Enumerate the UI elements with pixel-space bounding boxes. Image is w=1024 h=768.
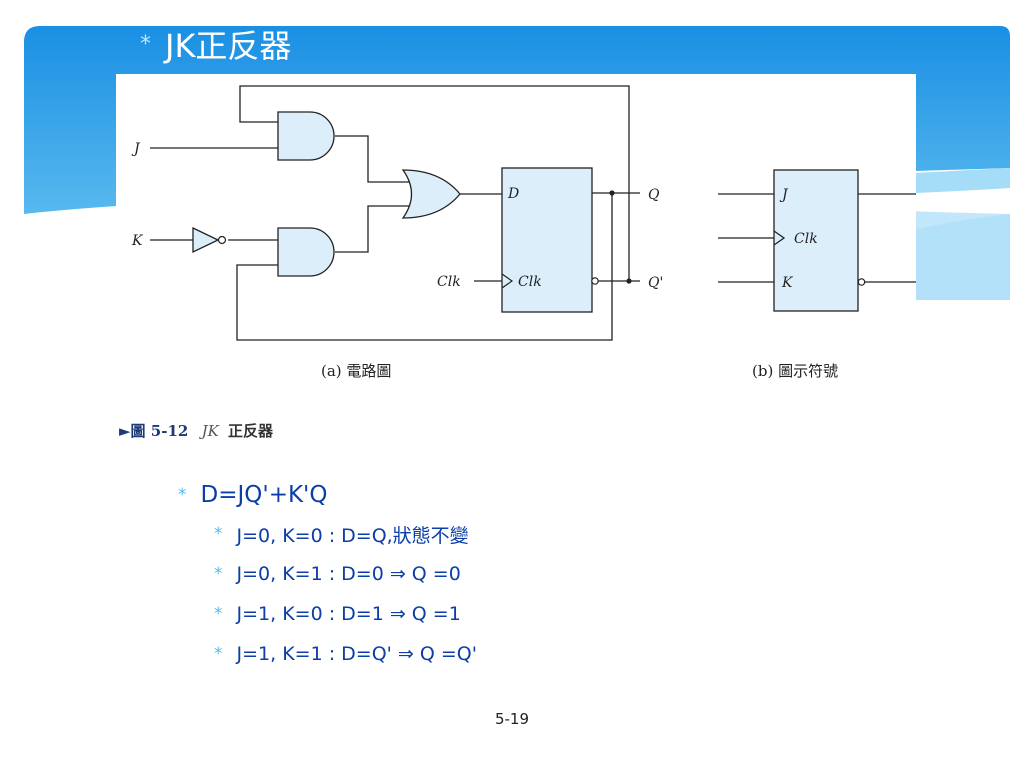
and-gate-upper <box>277 111 335 161</box>
clk-triangle <box>501 273 514 289</box>
sub-bullet-text: J=0, K=1 : D=0 ⇒ Q =0 <box>236 563 461 585</box>
caption-title: 正反器 <box>228 422 274 440</box>
main-bullet-text: D=JQ'+K'Q <box>200 482 328 508</box>
bullet-list: * D=JQ'+K'Q * J=0, K=0 : D=Q,狀態不變 * J=0,… <box>178 476 477 674</box>
inverter-bubble <box>217 235 227 245</box>
figure-caption: ►圖 5-12 JK 正反器 <box>119 420 273 441</box>
sub-bullet-text: J=1, K=0 : D=1 ⇒ Q =1 <box>236 603 461 625</box>
bullet-star-icon: * <box>214 524 223 544</box>
subcaption-a: (a) 電路圖 <box>321 362 391 380</box>
symbol-label-k: K <box>781 275 794 291</box>
circuit-figure: J K D Clk Clk Q Q' J Clk K (a) 電路圖 (b) 圖… <box>116 74 916 392</box>
and-gate-lower <box>277 227 335 277</box>
bullet-star-icon: * <box>178 485 187 505</box>
or-gate <box>401 169 461 219</box>
label-q: Q <box>648 187 660 203</box>
slide-title: * JK正反器 <box>140 24 292 65</box>
caption-marker: ►圖 <box>119 422 146 440</box>
sub-bullet-text: J=1, K=1 : D=Q' ⇒ Q =Q' <box>236 643 477 665</box>
slide-title-text: JK正反器 <box>165 27 292 65</box>
q-junction-dot <box>609 190 615 196</box>
symbol-clk-triangle <box>773 230 786 246</box>
jk-flip-flop-diagram: J K D Clk Clk Q Q' J Clk K (a) 電路圖 (b) 圖… <box>131 85 916 380</box>
label-k: K <box>131 233 144 249</box>
and2-to-or-wire <box>335 205 412 253</box>
feedback-wire-bottom <box>236 193 613 341</box>
bullet-star-icon: * <box>214 564 223 584</box>
sub-bullet: * J=1, K=1 : D=Q' ⇒ Q =Q' <box>214 634 477 674</box>
label-clk-pin: Clk <box>518 274 542 290</box>
d-flipflop-box <box>501 167 593 313</box>
subcaption-b: (b) 圖示符號 <box>752 362 838 380</box>
label-clk-input: Clk <box>437 274 461 290</box>
qbar-bubble <box>591 277 599 285</box>
inverter-gate <box>192 226 220 254</box>
label-d: D <box>507 186 519 202</box>
and1-to-or-wire <box>335 135 412 183</box>
sub-bullet-text: J=0, K=0 : D=Q,狀態不變 <box>236 524 469 547</box>
label-qbar: Q' <box>648 275 663 291</box>
feedback-wire-top <box>239 85 630 193</box>
symbol-label-j: J <box>779 187 789 203</box>
symbol-box <box>773 169 859 312</box>
symbol-label-clk: Clk <box>794 231 818 247</box>
caption-number: 5-12 <box>150 422 189 440</box>
page-number: 5-19 <box>494 710 530 728</box>
bullet-star-icon: * <box>214 644 223 664</box>
caption-jk: JK <box>201 422 219 440</box>
bullet-star-icon: * <box>214 604 223 624</box>
main-bullet: * D=JQ'+K'Q <box>178 476 477 514</box>
sub-bullet: * J=0, K=0 : D=Q,狀態不變 <box>214 514 477 554</box>
sub-bullet: * J=1, K=0 : D=1 ⇒ Q =1 <box>214 594 477 634</box>
title-bullet-icon: * <box>140 31 151 57</box>
symbol-qbar-bubble <box>857 278 866 286</box>
label-j: J <box>131 141 141 157</box>
sub-bullet: * J=0, K=1 : D=0 ⇒ Q =0 <box>214 554 477 594</box>
